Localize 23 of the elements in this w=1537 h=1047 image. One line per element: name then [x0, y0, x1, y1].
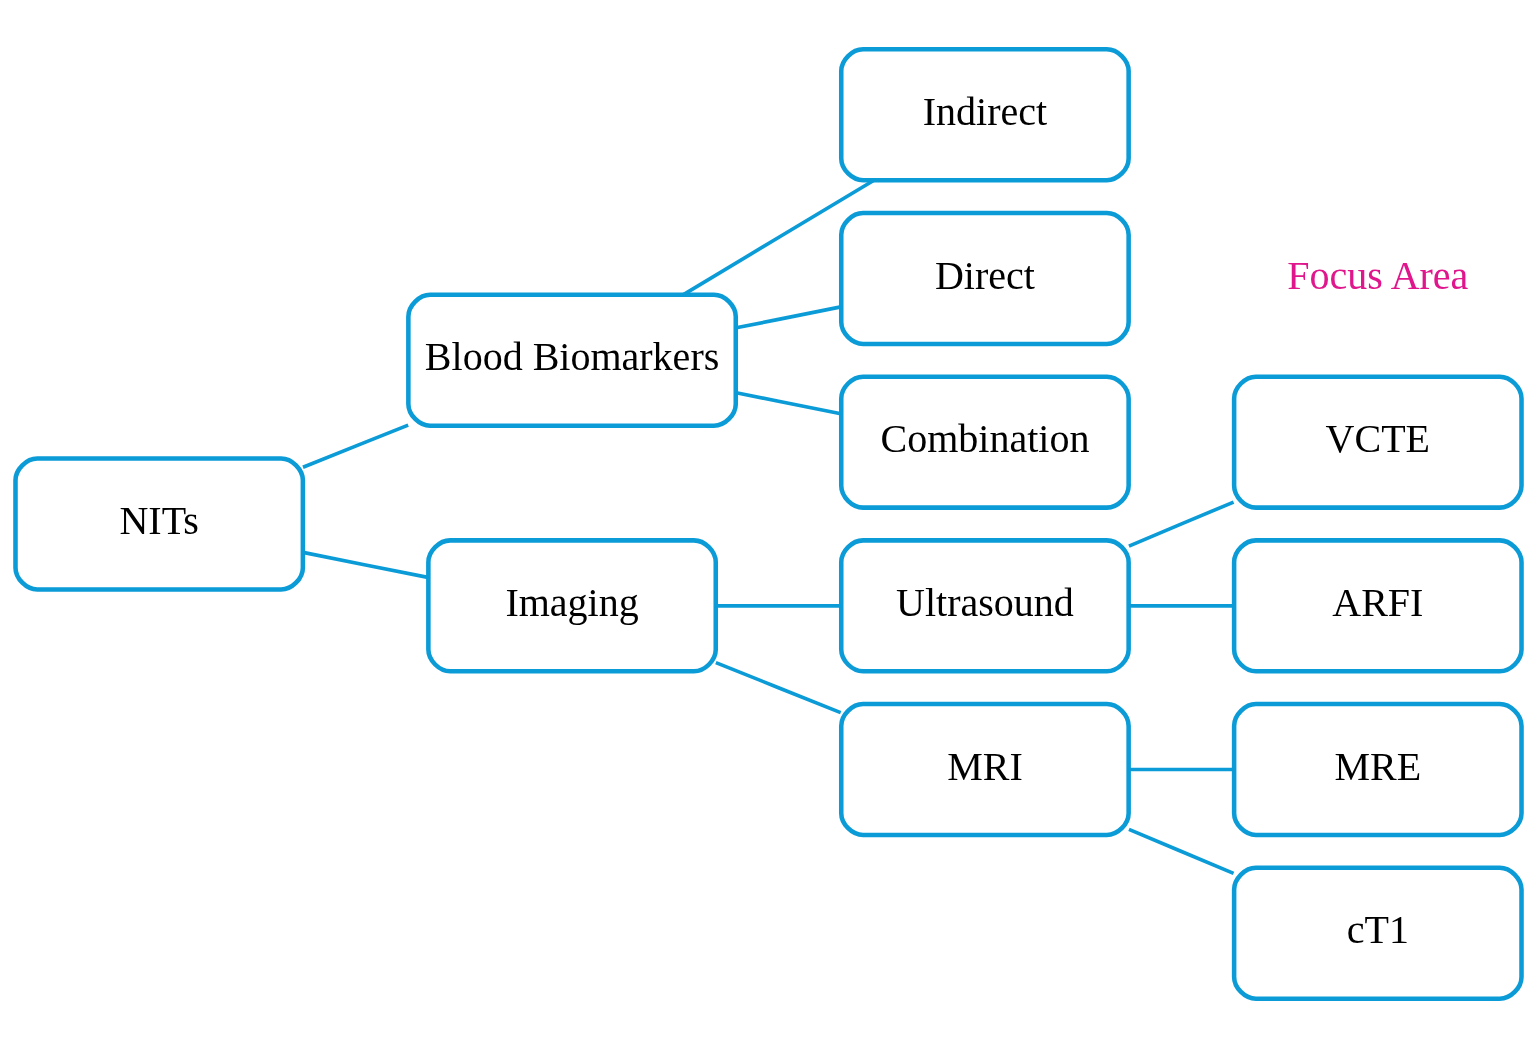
label: Focus Area: [1287, 252, 1469, 298]
node-box: Blood Biomarkers: [406, 292, 739, 428]
node-box: Ultrasound: [838, 537, 1131, 674]
connector: [715, 603, 841, 608]
node-box: NITs: [13, 455, 306, 592]
node-box: cT1: [1231, 865, 1524, 1001]
connector: [1128, 499, 1235, 548]
node-box: MRI: [838, 701, 1131, 837]
node-box: MRE: [1231, 701, 1524, 837]
connector: [735, 304, 842, 330]
node-box: VCTE: [1231, 373, 1524, 510]
connector: [1128, 827, 1235, 875]
connector: [302, 422, 409, 469]
connector: [735, 390, 842, 415]
connector: [1128, 603, 1234, 608]
connector: [1128, 767, 1234, 771]
node-box: Direct: [838, 210, 1131, 346]
connector: [715, 660, 842, 714]
node-box: Combination: [838, 373, 1131, 510]
connector: [302, 550, 429, 579]
node-box: Indirect: [838, 46, 1131, 182]
node-box: Imaging: [426, 537, 719, 674]
node-box: ARFI: [1231, 537, 1524, 674]
